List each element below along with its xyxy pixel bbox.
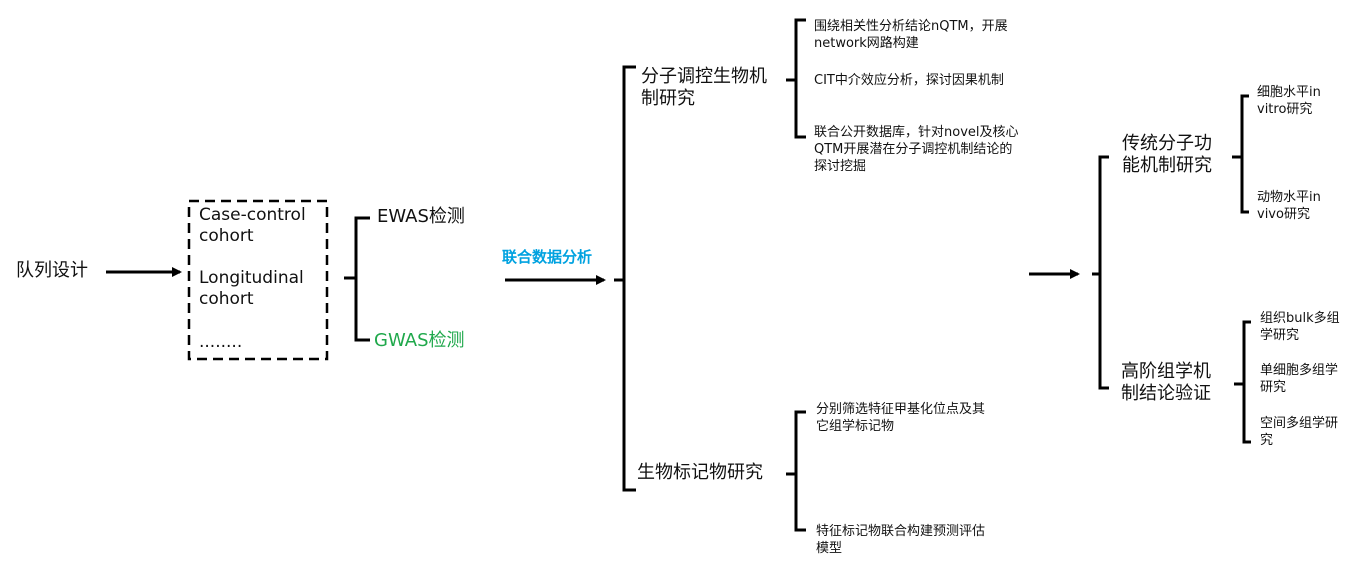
bracket-branches xyxy=(614,65,636,492)
multiomics-item-3: 空间多组学研 究 xyxy=(1260,416,1339,448)
bracket-molecular xyxy=(786,18,806,139)
traditional-title: 传统分子功 能机制研究 xyxy=(1122,133,1212,176)
joint-analysis-label: 联合数据分析 xyxy=(502,248,593,266)
multiomics-item-1: 组织bulk多组 学研究 xyxy=(1260,311,1340,343)
branch-molecular-title: 分子调控生物机 制研究 xyxy=(641,66,767,109)
bracket-biomarker xyxy=(786,410,806,532)
biomarker-item-1: 分别筛选特征甲基化位点及其 它组学标记物 xyxy=(816,402,986,434)
gwas-label: GWAS检测 xyxy=(374,330,465,351)
multiomics-title: 高阶组学机 制结论验证 xyxy=(1121,361,1211,404)
cohort-item-more: ........ xyxy=(199,332,243,352)
cohort-item-case-control: Case-control cohort xyxy=(199,205,306,246)
traditional-item-1: 细胞水平in vitro研究 xyxy=(1257,85,1321,117)
bracket-validation xyxy=(1092,155,1109,390)
bracket-detection xyxy=(344,216,370,342)
cohort-box-border xyxy=(187,199,329,361)
root-label: 队列设计 xyxy=(16,260,88,281)
branch-biomarker-title: 生物标记物研究 xyxy=(637,462,763,483)
molecular-item-3: 联合公开数据库，针对novel及核心 QTM开展潜在分子调控机制结论的 探讨挖掘 xyxy=(814,125,1019,174)
bracket-traditional xyxy=(1232,94,1249,214)
cohort-item-longitudinal: Longitudinal cohort xyxy=(199,268,304,309)
molecular-item-2: CIT中介效应分析，探讨因果机制 xyxy=(814,73,1004,88)
multiomics-item-2: 单细胞多组学 研究 xyxy=(1260,363,1339,395)
traditional-item-2: 动物水平in vivo研究 xyxy=(1257,190,1321,222)
biomarker-item-2: 特征标记物联合构建预测评估 模型 xyxy=(816,524,986,556)
molecular-item-1: 围绕相关性分析结论nQTM，开展 network网路构建 xyxy=(814,19,1008,51)
bracket-multiomics xyxy=(1234,320,1251,444)
ewas-label: EWAS检测 xyxy=(377,206,465,227)
